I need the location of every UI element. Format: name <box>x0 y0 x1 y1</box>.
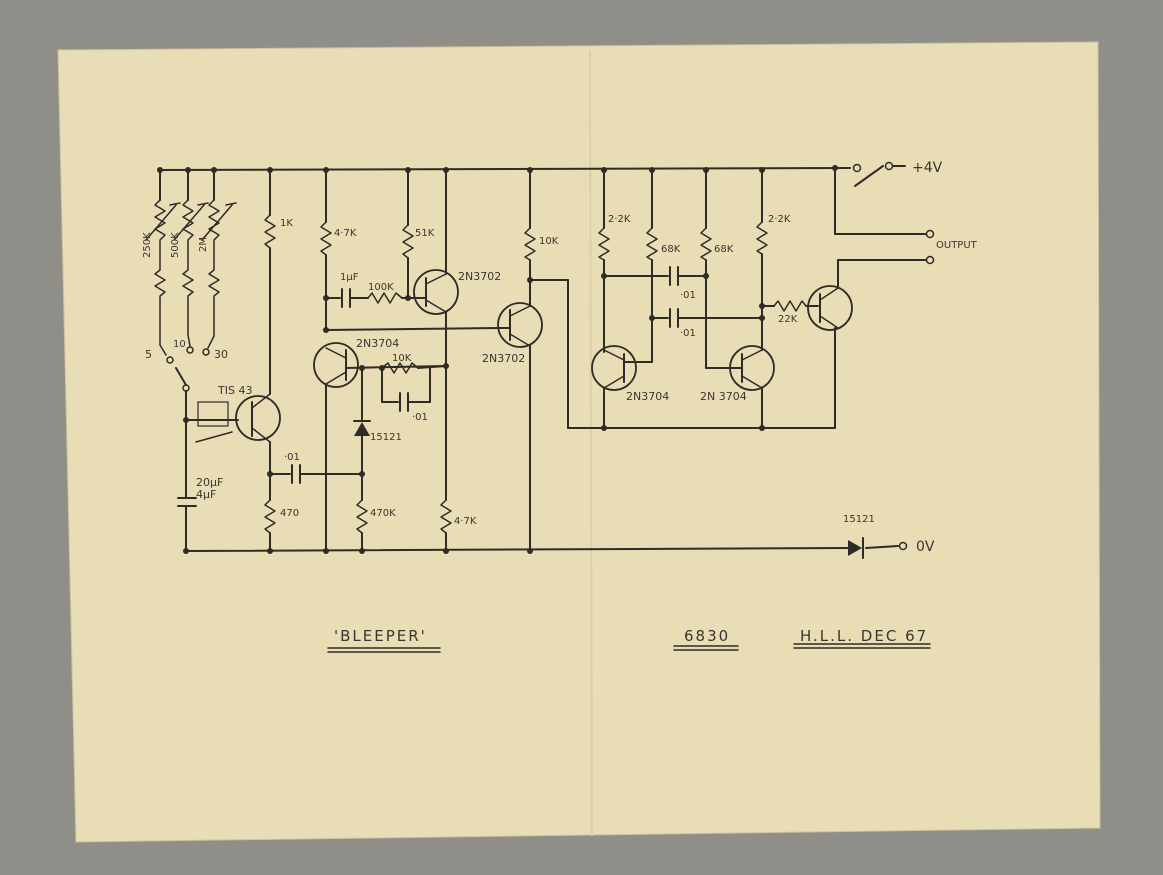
power-switch <box>854 165 884 187</box>
c01-bottom-label: ·01 <box>680 328 696 339</box>
r22k-label: 22K <box>778 314 798 325</box>
r4k7a-label: 4·7K <box>334 228 357 239</box>
q2n3702b-label: 2N3702 <box>482 352 525 365</box>
component-labels: +4V OUTPUT 0V 250K 500K 2M 5 10 30 TIS 4… <box>142 160 978 555</box>
q2n3704a-label: 2N3704 <box>356 337 399 350</box>
r68ka-label: 68K <box>661 244 681 255</box>
switch-pos-30: 30 <box>214 348 228 361</box>
rail-ground-label: 0V <box>916 539 935 555</box>
r1k-label: 1K <box>280 218 293 229</box>
d15121a-label: 15121 <box>370 432 402 443</box>
title-block: 'BLEEPER' 6830 H.L.L. DEC 67 <box>327 627 931 653</box>
paper-sheet <box>57 41 1101 843</box>
r10kb-label: 10K <box>392 353 412 364</box>
r10ka-label: 10K <box>539 236 559 247</box>
r470k-label: 470K <box>370 508 396 519</box>
tis43-label: TIS 43 <box>217 384 252 397</box>
c1uf-label: 1µF <box>340 272 359 283</box>
drawing-number: 6830 <box>684 627 730 645</box>
pot3-label: 2M <box>198 237 209 252</box>
c01-top-label: ·01 <box>680 290 696 301</box>
r470-label: 470 <box>280 508 299 519</box>
drawing-title: 'BLEEPER' <box>334 627 427 645</box>
q2n3704c-label: 2N 3704 <box>700 390 747 403</box>
r4k7b-label: 4·7K <box>454 516 477 527</box>
r2k2b-label: 2·2K <box>768 214 791 225</box>
author-date: H.L.L. DEC 67 <box>800 627 928 645</box>
q2n3702a-label: 2N3702 <box>458 270 501 283</box>
r68kb-label: 68K <box>714 244 734 255</box>
r2k2a-label: 2·2K <box>608 214 631 225</box>
c4uf-label: 4µF <box>196 488 216 501</box>
q2n3704b-label: 2N3704 <box>626 390 669 403</box>
switch-pos-5: 5 <box>145 348 152 361</box>
rail-output-label: OUTPUT <box>936 240 978 251</box>
d15121b-label: 15121 <box>843 514 875 525</box>
c20uf-label: 20µF <box>196 476 223 489</box>
c01-tis-label: ·01 <box>284 452 300 463</box>
paper-fold <box>589 49 593 837</box>
rail-positive-label: +4V <box>912 160 943 176</box>
junction-dots <box>157 165 838 554</box>
pot1-label: 250K <box>142 232 153 258</box>
pot2-label: 500K <box>170 232 181 258</box>
r100k-label: 100K <box>368 282 394 293</box>
c01-loop-label: ·01 <box>412 412 428 423</box>
r51k-label: 51K <box>415 228 435 239</box>
switch-pos-10: 10 <box>173 339 186 350</box>
